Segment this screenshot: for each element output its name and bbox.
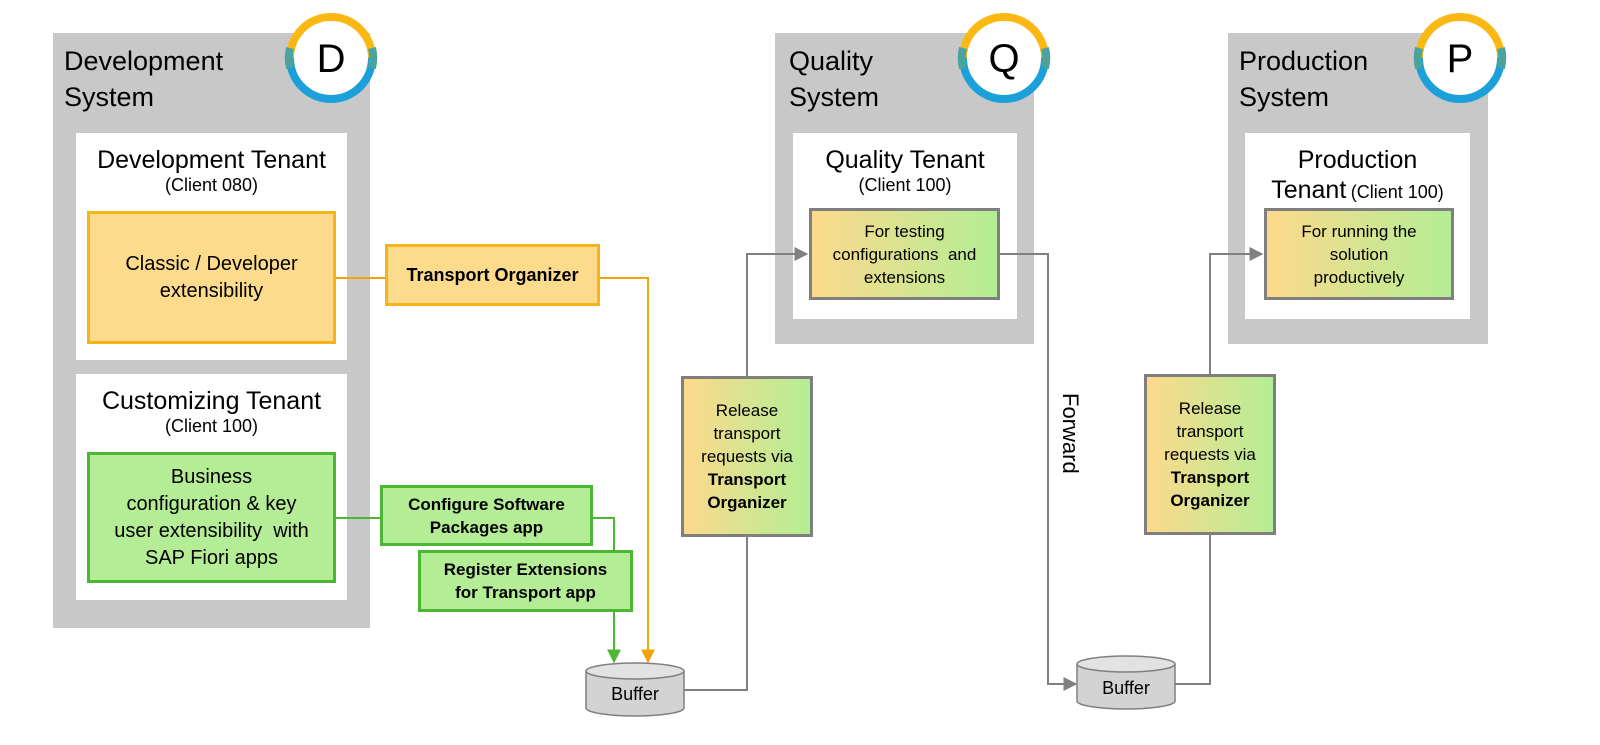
release-transport-bold-2: Transport Organizer [1170, 468, 1250, 510]
buffer-2: Buffer [1076, 655, 1176, 710]
buffer-1-label: Buffer [611, 684, 659, 704]
quality-tenant-client: (Client 100) [858, 175, 952, 195]
quality-system-title: Quality System [789, 46, 880, 112]
testing-box: For testing configurations and extension… [809, 208, 1000, 300]
quality-tenant-title: Quality Tenant [825, 146, 985, 174]
register-extensions-box: Register Extensions for Transport app [418, 550, 633, 612]
customizing-tenant-client: (Client 100) [164, 416, 259, 436]
development-system-title: Development System [64, 46, 224, 112]
running-box: For running the solution productively [1264, 208, 1454, 300]
dev-system-badge: D [284, 13, 378, 103]
quality-system-badge: Q [957, 13, 1051, 103]
transport-organizer-box: Transport Organizer [385, 244, 600, 306]
release-transport-text-1: Release transport requests via [701, 401, 793, 466]
classic-extensibility-box: Classic / Developer extensibility [87, 211, 336, 344]
production-system-title: Production System [1239, 46, 1369, 112]
development-tenant-client: (Client 080) [164, 175, 259, 195]
gray-connector [684, 247, 1264, 691]
business-configuration-box: Business configuration & key user extens… [87, 452, 336, 583]
release-transport-text-2: Release transport requests via [1164, 399, 1256, 464]
production-tenant-client: (Client 100) [1350, 182, 1444, 202]
production-tenant-title-line1: Production [1297, 146, 1418, 174]
production-tenant-title-line2: Tenant [1271, 176, 1347, 204]
green-connector [336, 517, 621, 664]
buffer-2-label: Buffer [1102, 678, 1150, 698]
release-transport-box-1: Release transport requests via Transport… [681, 376, 813, 537]
production-system-letter: P [1447, 37, 1474, 81]
dev-system-letter: D [317, 37, 346, 81]
customizing-tenant-title: Customizing Tenant [101, 387, 322, 415]
buffer-1: Buffer [585, 662, 685, 717]
release-transport-box-2: Release transport requests via Transport… [1144, 374, 1276, 535]
quality-system-letter: Q [988, 37, 1019, 81]
orange-connector [336, 277, 655, 664]
release-transport-bold-1: Transport Organizer [707, 470, 787, 512]
production-system-badge: P [1413, 13, 1507, 103]
development-tenant-title: Development Tenant [97, 146, 326, 174]
configure-software-packages-box: Configure Software Packages app [380, 485, 593, 546]
